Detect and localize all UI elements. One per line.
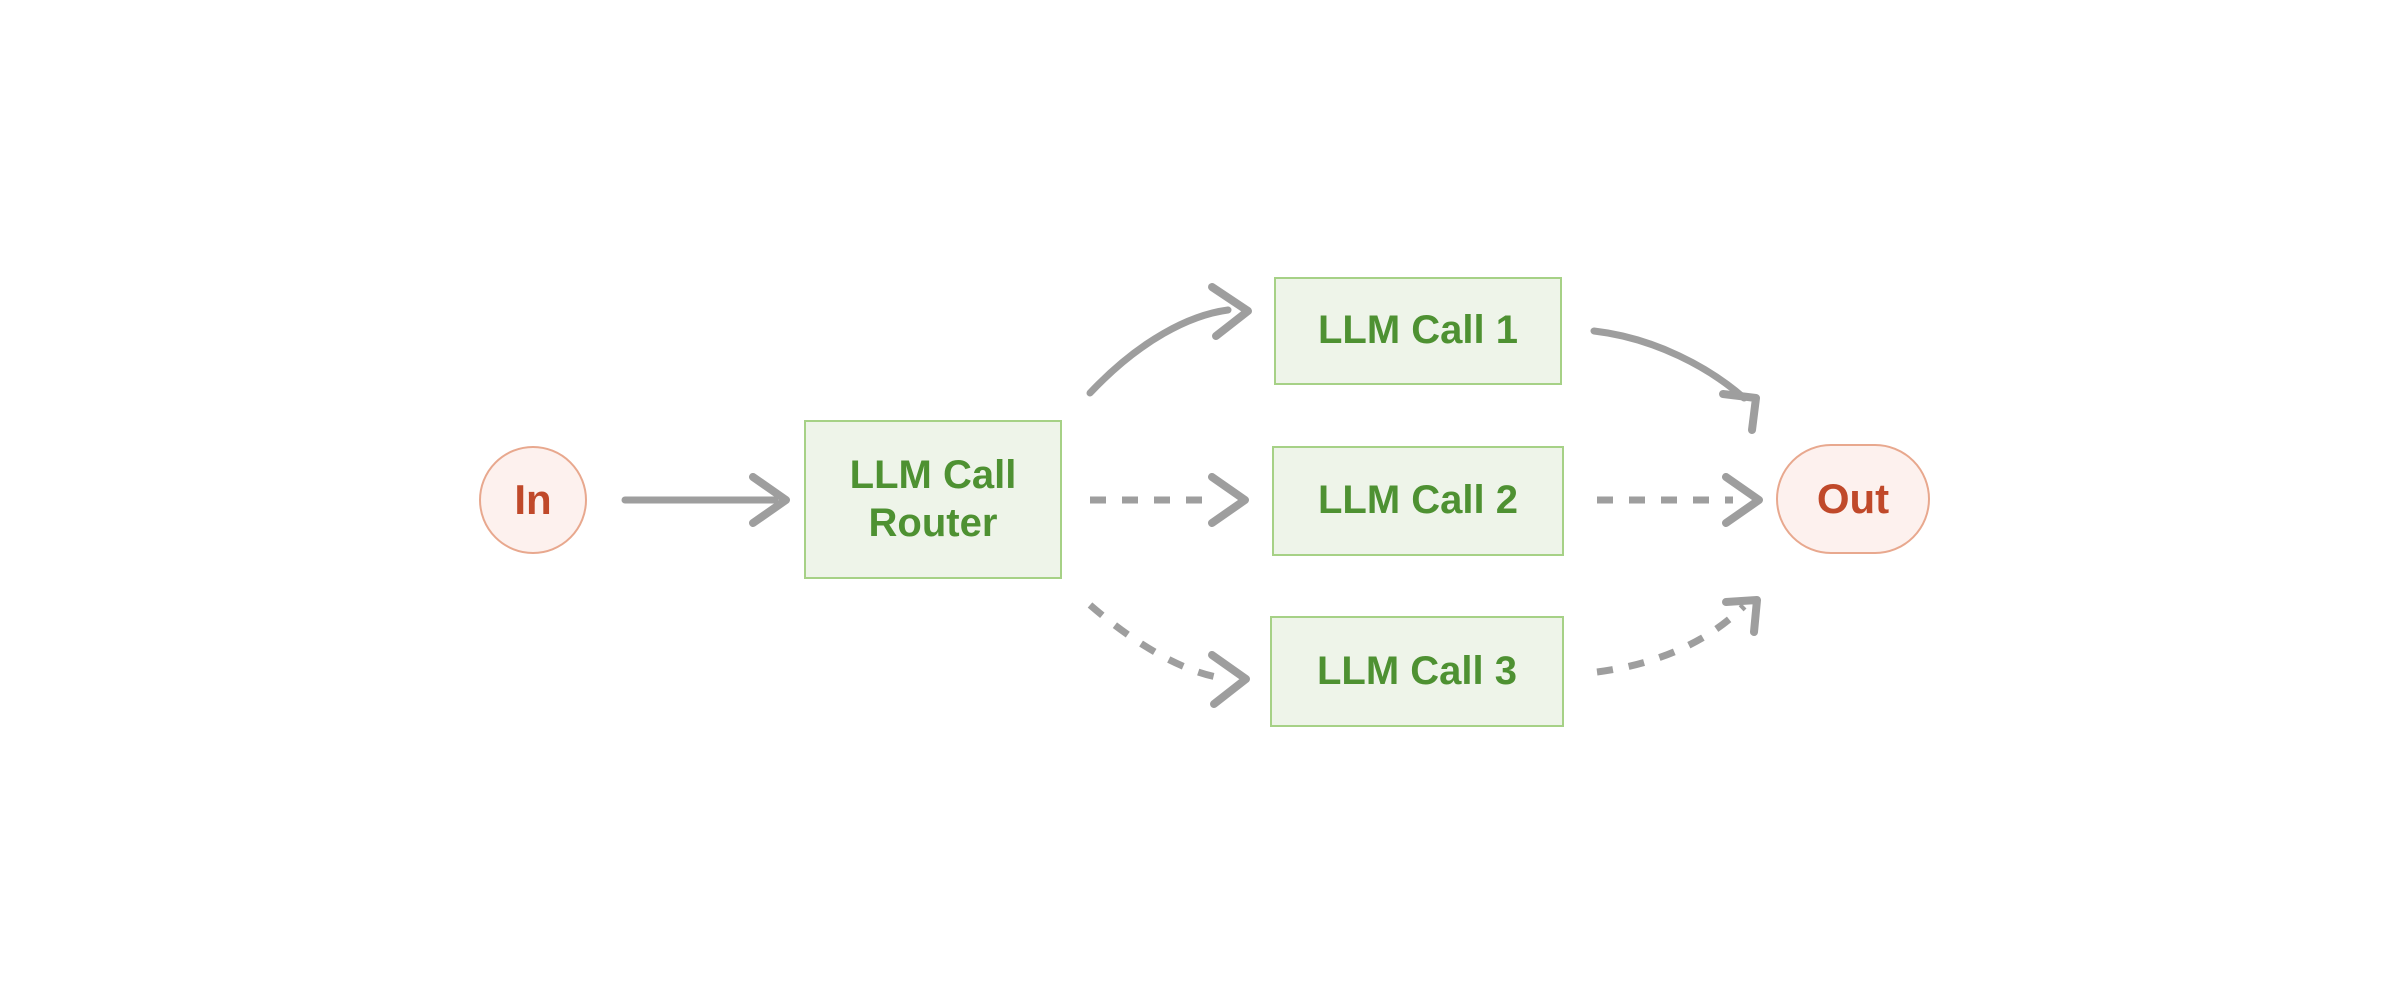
node-input[interactable]: In <box>479 446 587 554</box>
node-router-label-line2: Router <box>868 500 998 545</box>
edge-in-to-router <box>621 473 790 527</box>
node-llm-call-1-label: LLM Call 1 <box>1317 308 1519 353</box>
edge-router-to-call2 <box>1090 473 1249 527</box>
edge-call1-to-out <box>1590 327 1760 434</box>
node-llm-call-3[interactable]: LLM Call 3 <box>1270 616 1564 727</box>
node-output[interactable]: Out <box>1776 444 1930 554</box>
node-output-label: Out <box>1816 475 1890 523</box>
node-llm-call-3-label: LLM Call 3 <box>1316 648 1518 693</box>
node-llm-call-router[interactable]: LLM Call Router <box>804 420 1062 579</box>
edge-router-to-call3 <box>1087 602 1250 708</box>
node-llm-call-2[interactable]: LLM Call 2 <box>1272 446 1564 556</box>
edge-call3-to-out <box>1596 596 1761 676</box>
node-input-label: In <box>514 476 552 524</box>
node-router-label-line1: LLM Call <box>849 453 1017 498</box>
edge-router-to-call1 <box>1086 283 1252 397</box>
edge-call2-to-out <box>1597 473 1763 527</box>
node-llm-call-1[interactable]: LLM Call 1 <box>1274 277 1562 385</box>
node-llm-call-2-label: LLM Call 2 <box>1317 478 1519 523</box>
